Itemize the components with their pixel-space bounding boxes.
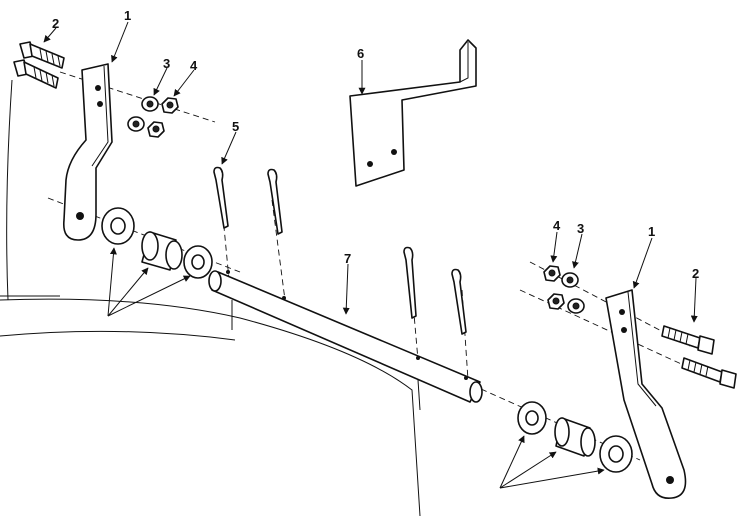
cotter-pins — [213, 166, 467, 335]
callout-5: 5 — [232, 119, 239, 134]
callout-1-left: 1 — [124, 8, 131, 23]
left-bolts — [13, 41, 65, 89]
shaft-rod — [208, 270, 483, 403]
callout-4-right: 4 — [553, 218, 561, 233]
left-bracket — [62, 63, 113, 241]
right-bushing-set — [517, 401, 633, 473]
right-bracket — [605, 289, 687, 500]
support-bracket — [349, 39, 477, 187]
callout-2-right: 2 — [692, 266, 699, 281]
right-nuts-washers — [543, 265, 585, 314]
left-nuts-washers — [127, 96, 179, 138]
callout-3-right: 3 — [577, 221, 584, 236]
callout-6: 6 — [357, 46, 364, 61]
left-bushing-set — [101, 207, 213, 279]
leader-lines — [43, 21, 698, 489]
callout-7: 7 — [344, 251, 351, 266]
background-outline — [0, 79, 421, 516]
callout-2-left: 2 — [52, 16, 59, 31]
callout-labels: 1 2 3 4 5 6 7 4 3 1 2 — [52, 8, 699, 281]
callout-4-left: 4 — [190, 58, 198, 73]
callout-1-right: 1 — [648, 224, 655, 239]
callout-3-left: 3 — [163, 56, 170, 71]
right-bolts — [661, 325, 737, 389]
